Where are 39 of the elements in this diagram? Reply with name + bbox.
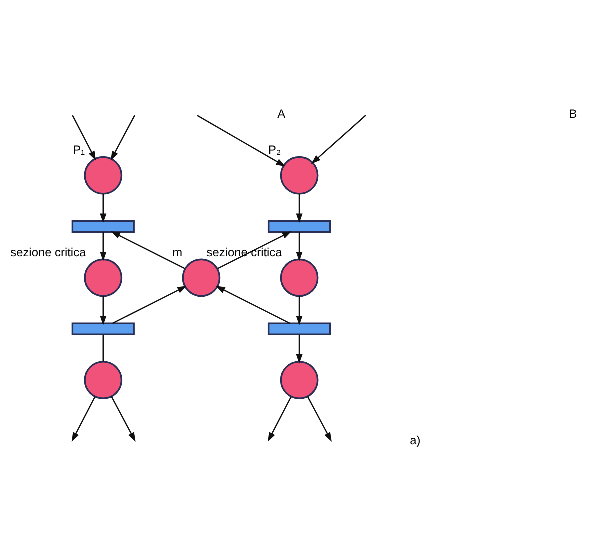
arrow [100,194,107,223]
label: a) [410,432,421,447]
node-label: m [172,244,183,259]
node-bar [72,220,135,233]
node-circle [84,360,123,399]
arrow [112,286,187,324]
label: B [569,106,578,120]
node-circle [280,156,319,194]
node-label: sezione critica [206,244,282,259]
node-circle [280,360,319,399]
node-circle [84,156,123,194]
arrow [72,114,96,160]
label: A [278,106,286,120]
arrow [111,396,136,442]
arrow [296,232,303,261]
arrow [296,334,303,364]
arrow [296,194,303,223]
arrow [111,231,186,269]
node-label: P₂ [268,142,282,157]
node-circle [280,258,319,297]
arrow [72,396,96,442]
arrow [216,286,290,324]
arrow [311,114,366,164]
node-label: sezione critica [10,244,86,259]
node-bar [268,220,332,233]
node-bar [268,322,332,335]
arrow [196,114,286,166]
node-circle [84,258,123,297]
arrow [100,296,107,325]
arrow [218,231,292,269]
node-circle [182,258,221,297]
arrow [268,396,292,442]
arrow [100,232,107,261]
arrow [307,396,332,442]
arrow [110,114,136,160]
node-bar [72,322,135,335]
arrow [296,296,303,325]
connector [102,334,104,362]
node-label: P₁ [73,142,86,157]
